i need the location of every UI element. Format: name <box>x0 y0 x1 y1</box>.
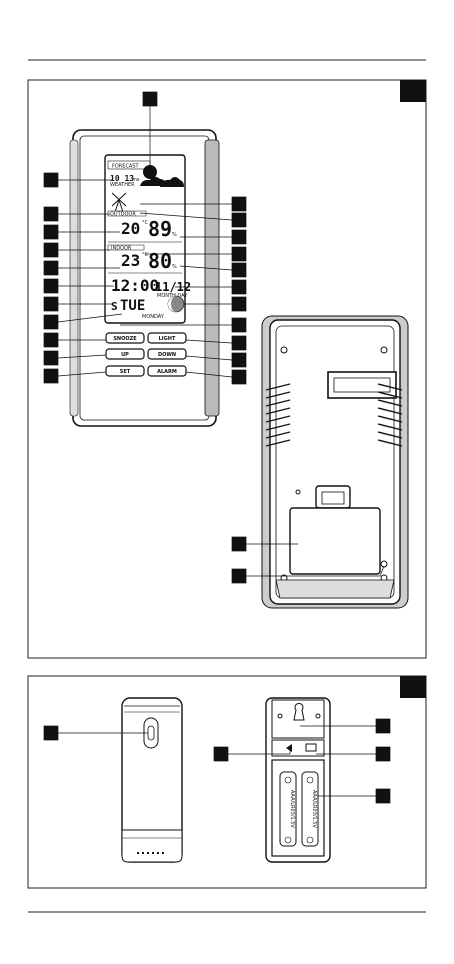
panel-a: FORECAST 10 13 ms WEATHER OUTDOOR 20 °C … <box>27 79 427 659</box>
forecast-sub: WEATHER <box>110 182 135 188</box>
button-alarm-label: ALARM <box>157 369 177 375</box>
indoor-temp: 23 <box>121 251 140 270</box>
button-alarm[interactable]: ALARM <box>147 365 187 377</box>
weather-station-back <box>261 315 409 609</box>
button-up[interactable]: UP <box>105 348 145 360</box>
battery-2-label: AAA/LR03/1.5V <box>311 790 317 828</box>
cloud-icon <box>140 176 166 186</box>
stand <box>315 485 351 509</box>
speaker-holes <box>137 852 164 854</box>
reset-button[interactable] <box>380 560 388 568</box>
panel-b: AAA/LR03/1.5V AAA/LR03/1.5V <box>27 675 427 889</box>
forecast-label: FORECAST <box>112 164 140 170</box>
button-light[interactable]: LIGHT <box>147 332 187 344</box>
front-callouts <box>43 91 247 385</box>
indoor-humidity-unit: % <box>172 264 177 270</box>
panel-a-corner-tab <box>400 80 426 102</box>
remote-sensor-back: AAA/LR03/1.5V AAA/LR03/1.5V <box>265 697 331 863</box>
sun-icon <box>143 165 157 179</box>
battery-1: AAA/LR03/1.5V <box>279 771 297 847</box>
indoor-temp-unit: °C <box>142 252 149 258</box>
sensor-front-callouts <box>43 725 148 741</box>
keyhole-icon <box>293 702 305 721</box>
button-set[interactable]: SET <box>105 365 145 377</box>
back-callouts <box>231 536 385 584</box>
button-snooze[interactable]: SNOOZE <box>105 332 145 344</box>
button-snooze-label: SNOOZE <box>113 336 137 342</box>
sensor-back-callouts <box>213 718 391 804</box>
indoor-humidity: 80 <box>148 249 172 273</box>
forecast-time: 10 13 <box>110 174 134 183</box>
vent-right <box>377 383 403 447</box>
date-labels: MONTH DAY <box>157 293 188 299</box>
outdoor-temp-unit: °C <box>142 220 149 226</box>
outdoor-label: OUTDOOR <box>110 212 136 218</box>
remote-sensor-front <box>121 697 183 863</box>
weather-station-front: FORECAST 10 13 ms WEATHER OUTDOOR 20 °C … <box>69 129 220 427</box>
button-up-label: UP <box>121 352 129 358</box>
cloud-icon-2 <box>160 177 184 187</box>
outdoor-humidity: 89 <box>148 217 172 241</box>
button-down-label: DOWN <box>158 352 176 358</box>
outdoor-temp: 20 <box>121 219 140 238</box>
battery-2: AAA/LR03/1.5V <box>301 771 319 847</box>
button-down[interactable]: DOWN <box>147 348 187 360</box>
forecast-time-unit: ms <box>132 177 140 183</box>
outdoor-humidity-unit: % <box>172 232 177 238</box>
battery-1-label: AAA/LR03/1.5V <box>289 790 295 828</box>
weekday-prefix: S <box>111 300 118 313</box>
panel-b-corner-tab <box>400 676 426 698</box>
clock-time: 12:00 <box>111 276 159 295</box>
weekday: TUE <box>120 298 145 314</box>
battery-cover <box>289 507 381 575</box>
weekday-sub: MONDAY <box>142 314 165 320</box>
calendar-date: 11/12 <box>155 280 191 294</box>
button-set-label: SET <box>120 369 131 375</box>
indoor-label: INDOOR <box>111 246 132 252</box>
button-light-label: LIGHT <box>159 336 176 342</box>
vent-left <box>265 383 291 447</box>
lcd-screen <box>104 154 186 324</box>
